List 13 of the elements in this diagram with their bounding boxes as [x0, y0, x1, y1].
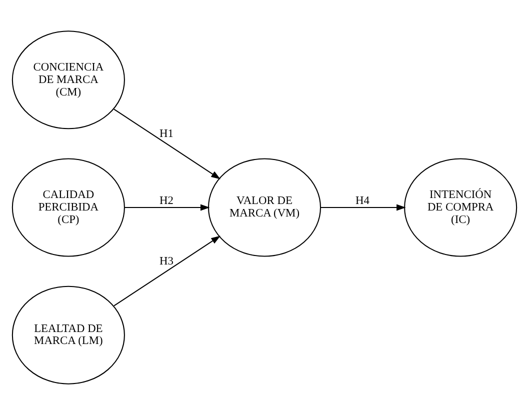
arrow: [114, 235, 220, 306]
edge-label: H2: [159, 194, 174, 207]
arrow: [320, 204, 406, 210]
node-ellipse: CALIDAD PERCIBIDA (CP): [12, 158, 125, 256]
arrow: [114, 108, 220, 179]
edge-label: H3: [159, 254, 174, 267]
edge-label: H4: [356, 194, 370, 207]
node-ellipse: INTENCIÓN DE COMPRA (IC): [404, 158, 518, 256]
node-ellipse: LEALTAD DE MARCA (LM): [12, 285, 125, 384]
node-ellipse: CONCIENCIA DE MARCA (CM): [12, 30, 125, 129]
edge-label: H1: [159, 127, 174, 140]
node-ellipse: VALOR DE MARCA (VM): [208, 158, 322, 256]
arrow: [124, 204, 210, 210]
